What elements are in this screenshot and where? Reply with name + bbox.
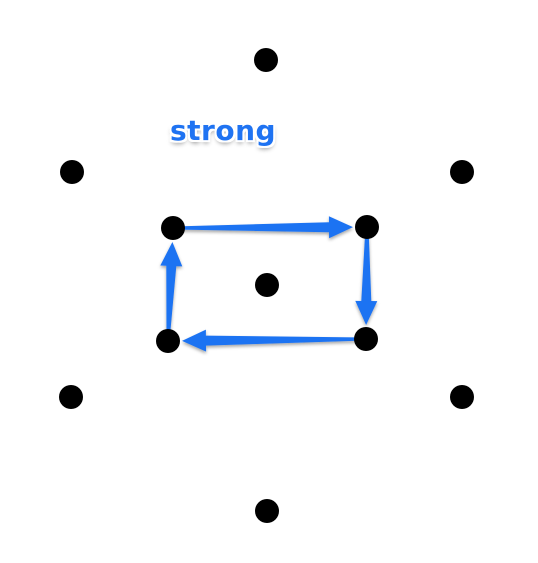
dot-upper-left bbox=[60, 160, 84, 184]
dot-lower-left bbox=[59, 385, 83, 409]
arrow-inner-bottom-right-to-inner-bottom-left bbox=[182, 329, 366, 352]
strong-annotation-label: strong bbox=[170, 114, 277, 147]
dot-bottom bbox=[255, 499, 279, 523]
dots-layer bbox=[59, 48, 474, 523]
arrow-inner-top-left-to-inner-top-right bbox=[173, 216, 353, 239]
dot-top bbox=[254, 48, 278, 72]
dot-lower-right bbox=[450, 385, 474, 409]
arrows-layer bbox=[160, 216, 378, 352]
dot-inner-bottom-right bbox=[354, 327, 378, 351]
arrow-inner-bottom-left-to-inner-top-left bbox=[160, 242, 183, 342]
arrow-inner-top-right-to-inner-bottom-right bbox=[355, 227, 378, 325]
dot-inner-top-left bbox=[161, 216, 185, 240]
dot-center bbox=[255, 273, 279, 297]
dot-inner-bottom-left bbox=[156, 329, 180, 353]
dot-upper-right bbox=[450, 160, 474, 184]
dot-inner-top-right bbox=[355, 215, 379, 239]
